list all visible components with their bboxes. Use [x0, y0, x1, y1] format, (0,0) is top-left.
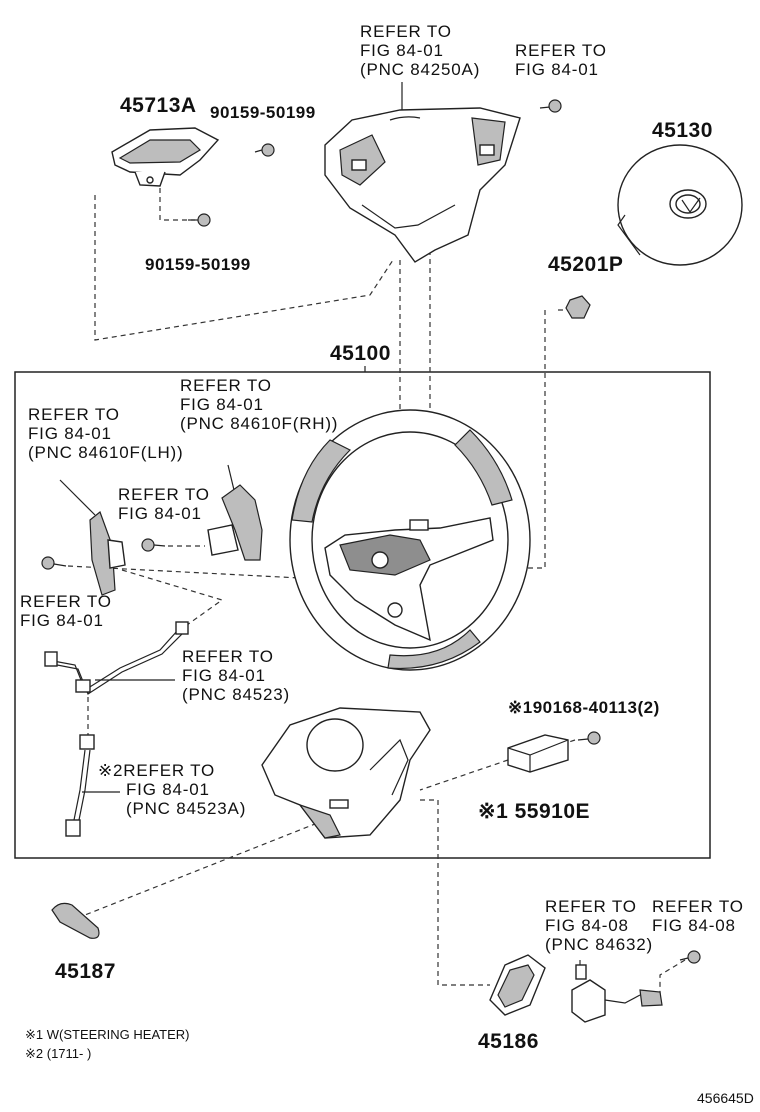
assembly-frame	[14, 371, 711, 859]
cover-45713a-illustration	[111, 127, 220, 187]
wire-harness-84523a-illustration	[65, 734, 95, 837]
ref-fig8408-label: REFER TO FIG 84-08	[652, 897, 749, 935]
screw-left-icon	[41, 556, 67, 570]
part-45187-label: 45187	[55, 960, 116, 983]
screw-mid-icon	[141, 538, 166, 552]
ref-fig8401-mid-label: REFER TO FIG 84-01	[118, 485, 215, 523]
wire-assy-84632-illustration	[571, 964, 663, 1023]
steering-wheel-45100-illustration	[289, 409, 531, 671]
bolt-90159-upper-label: 90159-50199	[210, 103, 316, 122]
switch-45186-illustration	[489, 954, 546, 1016]
wire-harness-84523-illustration	[44, 621, 189, 695]
diagram-code: 456645D	[697, 1090, 754, 1106]
ref-84523a-label: ※2REFER TO FIG 84-01 (PNC 84523A)	[98, 761, 246, 818]
screw-90168-icon	[577, 731, 601, 745]
airbag-45130-illustration	[617, 144, 743, 266]
footnote-1: ※1 W(STEERING HEATER)	[25, 1027, 190, 1042]
ref-84610f-lh-label: REFER TO FIG 84-01 (PNC 84610F(LH))	[28, 405, 183, 462]
nut-45201p-icon	[565, 295, 591, 319]
ref-fig8401-left-label: REFER TO FIG 84-01	[20, 592, 117, 630]
ref-84610f-rh-label: REFER TO FIG 84-01 (PNC 84610F(RH))	[180, 376, 338, 433]
paddle-left-illustration	[89, 511, 126, 596]
ref-84632-label: REFER TO FIG 84-08 (PNC 84632)	[545, 897, 653, 954]
ornament-45187-illustration	[51, 902, 100, 939]
part-45130-label: 45130	[652, 119, 713, 142]
bolt-90168-label: ※190168-40113(2)	[508, 698, 660, 717]
heater-ecu-55910e-illustration	[507, 734, 569, 773]
ref-fig8401-top-label: REFER TO FIG 84-01	[515, 41, 612, 79]
footnote-2: ※2 (1711- )	[25, 1046, 91, 1061]
bolt-90159-lower-label: 90159-50199	[145, 255, 251, 274]
part-45186-label: 45186	[478, 1030, 539, 1053]
ref-84523-label: REFER TO FIG 84-01 (PNC 84523)	[182, 647, 290, 704]
part-45201p-label: 45201P	[548, 253, 623, 276]
ref-84250a-label: REFER TO FIG 84-01 (PNC 84250A)	[360, 22, 480, 79]
screw-84-08-icon	[679, 950, 701, 964]
part-45713a-label: 45713A	[120, 94, 197, 117]
part-55910e-label: ※1 55910E	[478, 800, 590, 823]
bolt-90159-lower-icon	[188, 213, 211, 227]
screw-top-right-icon	[539, 99, 562, 113]
switch-bezel-illustration	[324, 107, 521, 263]
paddle-right-illustration	[207, 484, 263, 561]
part-45100-label: 45100	[330, 342, 391, 365]
lower-cover-illustration	[261, 707, 431, 839]
bolt-90159-upper-icon	[254, 143, 275, 157]
